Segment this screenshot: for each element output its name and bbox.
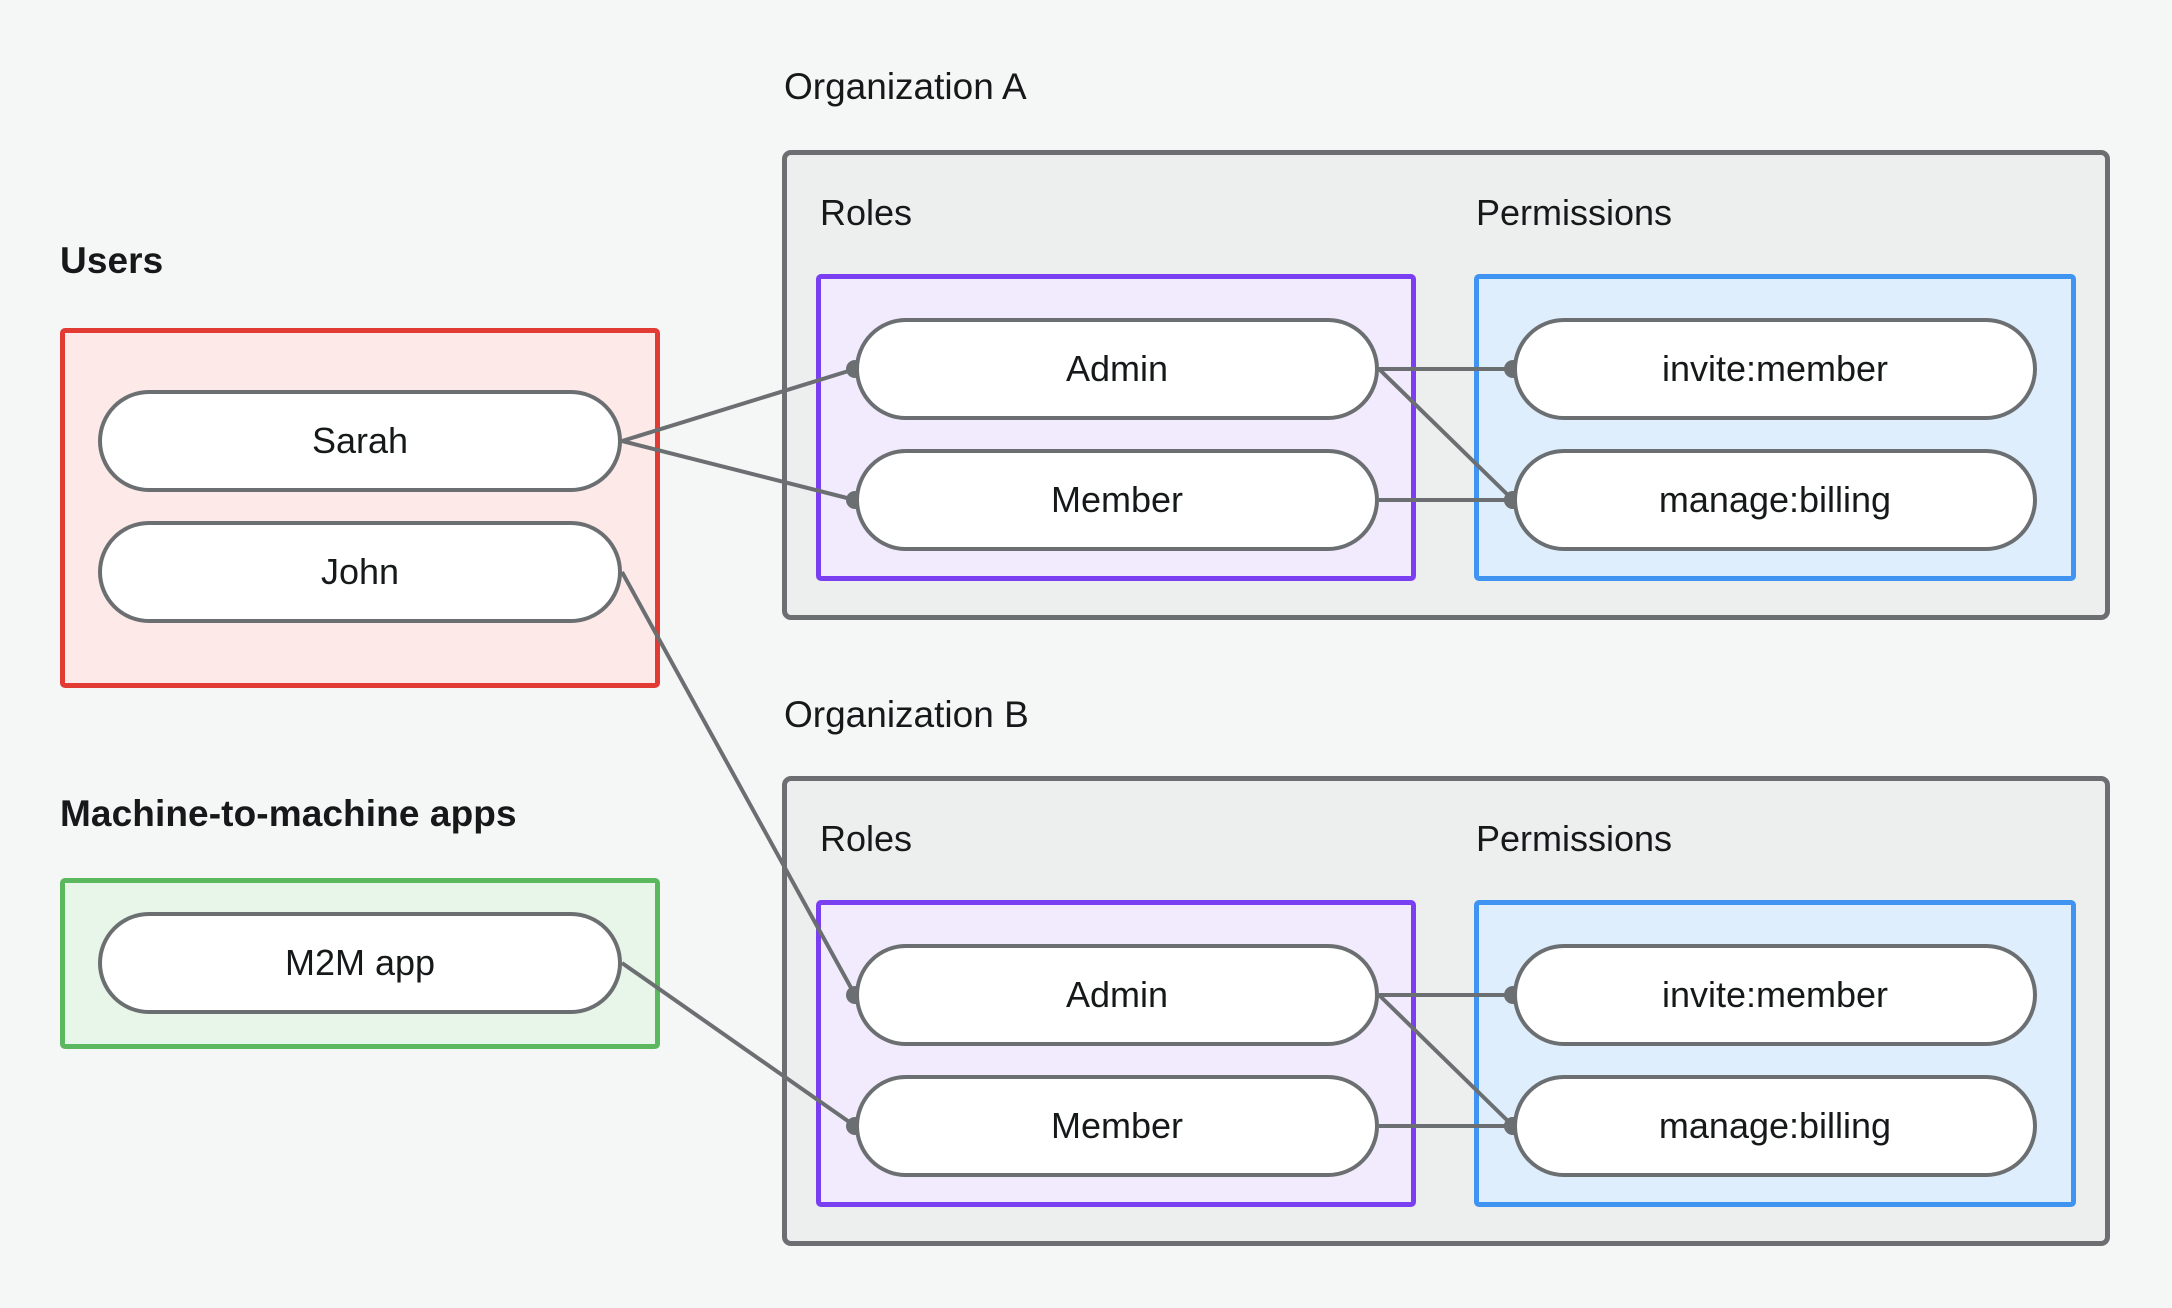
node-org-a-permission-invite-member[interactable]: invite:member	[1513, 318, 2037, 420]
org-b-permissions-label: Permissions	[1476, 818, 1673, 859]
node-john[interactable]: John	[98, 521, 622, 623]
node-sarah[interactable]: Sarah	[98, 390, 622, 492]
org-a-permissions-label: Permissions	[1476, 192, 1673, 233]
org-a-roles-label: Roles	[820, 192, 913, 233]
m2m-group-label: Machine-to-machine apps	[60, 793, 517, 834]
node-org-a-permission-manage-billing[interactable]: manage:billing	[1513, 449, 2037, 551]
users-group-box	[60, 328, 660, 688]
org-b-roles-label: Roles	[820, 818, 913, 859]
node-org-a-role-member[interactable]: Member	[855, 449, 1379, 551]
node-org-b-permission-invite-member[interactable]: invite:member	[1513, 944, 2037, 1046]
node-m2m-app[interactable]: M2M app	[98, 912, 622, 1014]
node-org-b-role-member[interactable]: Member	[855, 1075, 1379, 1177]
org-a-label: Organization A	[784, 66, 1027, 107]
org-b-label: Organization B	[784, 694, 1029, 735]
node-org-b-role-admin[interactable]: Admin	[855, 944, 1379, 1046]
node-org-b-permission-manage-billing[interactable]: manage:billing	[1513, 1075, 2037, 1177]
users-group-label: Users	[60, 240, 164, 281]
node-org-a-role-admin[interactable]: Admin	[855, 318, 1379, 420]
